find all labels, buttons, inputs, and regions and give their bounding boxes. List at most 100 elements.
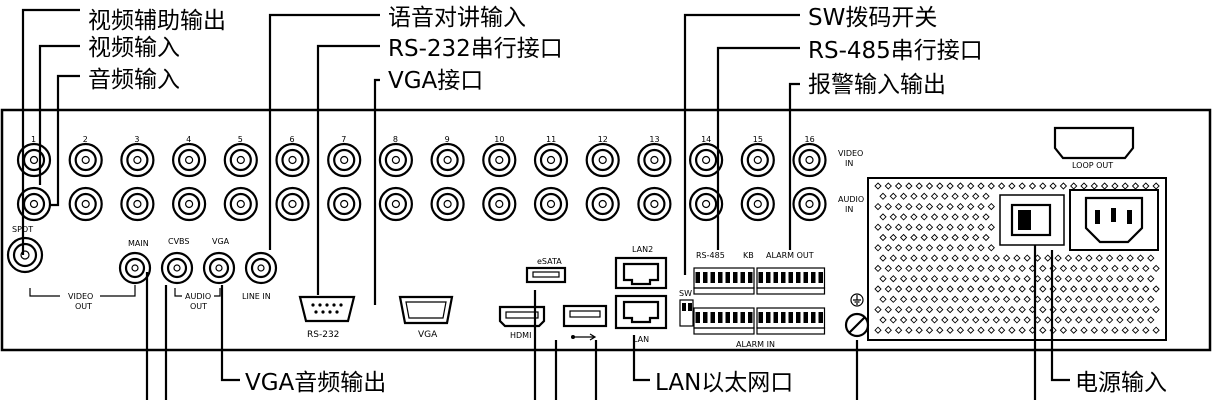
usb-port-inner <box>569 310 601 318</box>
channel-label: 14 <box>701 135 711 144</box>
bnc-audio-in[interactable] <box>327 186 362 222</box>
cvbs-label: CVBS <box>168 237 189 246</box>
sw-dip-2[interactable] <box>688 303 692 311</box>
bnc-audio-in[interactable] <box>688 186 724 222</box>
bnc-audio-in[interactable] <box>68 186 103 222</box>
channel-label: 4 <box>186 135 191 144</box>
bnc-cvbs[interactable] <box>160 251 194 285</box>
sw-dip-1[interactable] <box>682 303 686 311</box>
leader-audio-in <box>50 74 80 207</box>
video-out-label-2: OUT <box>75 302 92 311</box>
video-out-label-1: VIDEO <box>68 292 93 301</box>
callout-audio-in: 音频输入 <box>88 67 180 93</box>
bnc-video-in[interactable] <box>585 142 620 178</box>
bnc-video-in[interactable] <box>482 142 517 178</box>
bnc-video-in[interactable] <box>533 142 569 178</box>
bnc-spot[interactable] <box>6 236 44 274</box>
esata-label: eSATA <box>537 257 562 266</box>
terminal-rs485-kb[interactable] <box>693 267 755 295</box>
bnc-video-in[interactable] <box>120 142 155 178</box>
power-switch[interactable] <box>1010 203 1052 237</box>
power-inlet-pin-e <box>1111 208 1116 222</box>
esata-port[interactable] <box>525 266 567 284</box>
channel-label: 5 <box>238 135 243 144</box>
rs232-label: RS-232 <box>307 330 339 340</box>
loop-out-connector[interactable] <box>1053 126 1135 160</box>
channel-label: 13 <box>649 135 659 144</box>
sw-dip-switch[interactable] <box>679 299 694 327</box>
lan-label: LAN <box>633 335 649 344</box>
power-inlet[interactable] <box>1084 196 1144 244</box>
bnc-audio-in[interactable] <box>637 186 672 222</box>
bnc-video-in[interactable] <box>637 142 672 178</box>
vga-small-label: VGA <box>212 237 230 246</box>
bnc-audio-in[interactable] <box>275 186 310 222</box>
bnc-audio-in[interactable] <box>378 186 413 222</box>
bnc-audio-in[interactable] <box>740 186 775 222</box>
leader-video-aux-out <box>21 8 80 255</box>
line-in-label: LINE IN <box>242 292 271 301</box>
lan2-port[interactable] <box>622 262 660 286</box>
power-switch-rocker <box>1018 210 1031 230</box>
bnc-audio-in[interactable] <box>792 186 827 222</box>
bnc-audio-in[interactable] <box>430 186 465 222</box>
bnc-line-in[interactable] <box>244 251 278 285</box>
main-label: MAIN <box>128 239 149 248</box>
ground-screw[interactable] <box>844 312 870 338</box>
bnc-audio-in[interactable] <box>585 186 620 222</box>
bnc-connector-grid <box>16 142 827 222</box>
rs232-connector[interactable] <box>298 295 356 323</box>
spot-label: SPOT <box>12 225 33 234</box>
bnc-video-in[interactable] <box>327 142 362 178</box>
alarm-out-label: ALARM OUT <box>766 251 814 260</box>
terminal-alarm-in-1[interactable] <box>693 307 755 335</box>
callout-video-aux-out: 视频辅助输出 <box>88 8 226 34</box>
bnc-video-in[interactable] <box>688 142 724 178</box>
bnc-video-in[interactable] <box>275 142 310 178</box>
channel-label: 7 <box>341 135 346 144</box>
audio-out-label-1: AUDIO <box>185 292 211 301</box>
leader-power-in <box>1050 250 1070 382</box>
bnc-video-in[interactable] <box>740 142 775 178</box>
power-inlet-pin-l <box>1095 210 1100 224</box>
bnc-audio-in[interactable] <box>120 186 155 222</box>
hdmi-port[interactable] <box>498 305 546 328</box>
alarm-in-label: ALARM IN <box>736 340 775 349</box>
bnc-audio-in[interactable] <box>223 186 258 222</box>
bnc-audio-in[interactable] <box>16 186 52 222</box>
usb-port[interactable] <box>562 304 608 328</box>
channel-label: 16 <box>805 135 815 144</box>
lan-port[interactable] <box>622 300 660 324</box>
psu-vent-area <box>867 177 1167 341</box>
rs485-label: RS-485 <box>696 251 725 260</box>
audio-out-bracket-left <box>174 288 182 297</box>
bnc-audio-in[interactable] <box>172 186 207 222</box>
switch-housing <box>999 194 1065 246</box>
leader-vga-audio-out <box>220 285 240 382</box>
terminal-alarm-out[interactable] <box>756 267 826 295</box>
bnc-video-in[interactable] <box>172 142 207 178</box>
video-out-bracket-left <box>29 288 60 297</box>
bnc-video-in[interactable] <box>223 142 258 178</box>
terminal-alarm-in-2[interactable] <box>756 307 826 335</box>
bnc-video-in[interactable] <box>378 142 413 178</box>
channel-label: 8 <box>393 135 398 144</box>
bnc-audio-in[interactable] <box>482 186 517 222</box>
bnc-main[interactable] <box>118 251 152 285</box>
channel-label: 1 <box>31 135 36 144</box>
bnc-video-in[interactable] <box>792 142 827 178</box>
vga-connector[interactable] <box>398 295 454 325</box>
hdmi-label: HDMI <box>510 331 531 340</box>
leader-sw-dip <box>683 13 800 275</box>
bnc-vga-audio[interactable] <box>202 251 236 285</box>
lan2-port-frame <box>614 256 668 290</box>
bnc-video-in[interactable] <box>68 142 103 178</box>
audio-in-label-2: IN <box>845 205 853 214</box>
bnc-video-in[interactable] <box>16 142 52 178</box>
callout-vga-audio-out: VGA音频输出 <box>245 370 386 396</box>
bnc-video-in[interactable] <box>430 142 465 178</box>
bnc-audio-in[interactable] <box>533 186 569 222</box>
lan2-label: LAN2 <box>632 245 653 254</box>
kb-label: KB <box>743 251 754 260</box>
